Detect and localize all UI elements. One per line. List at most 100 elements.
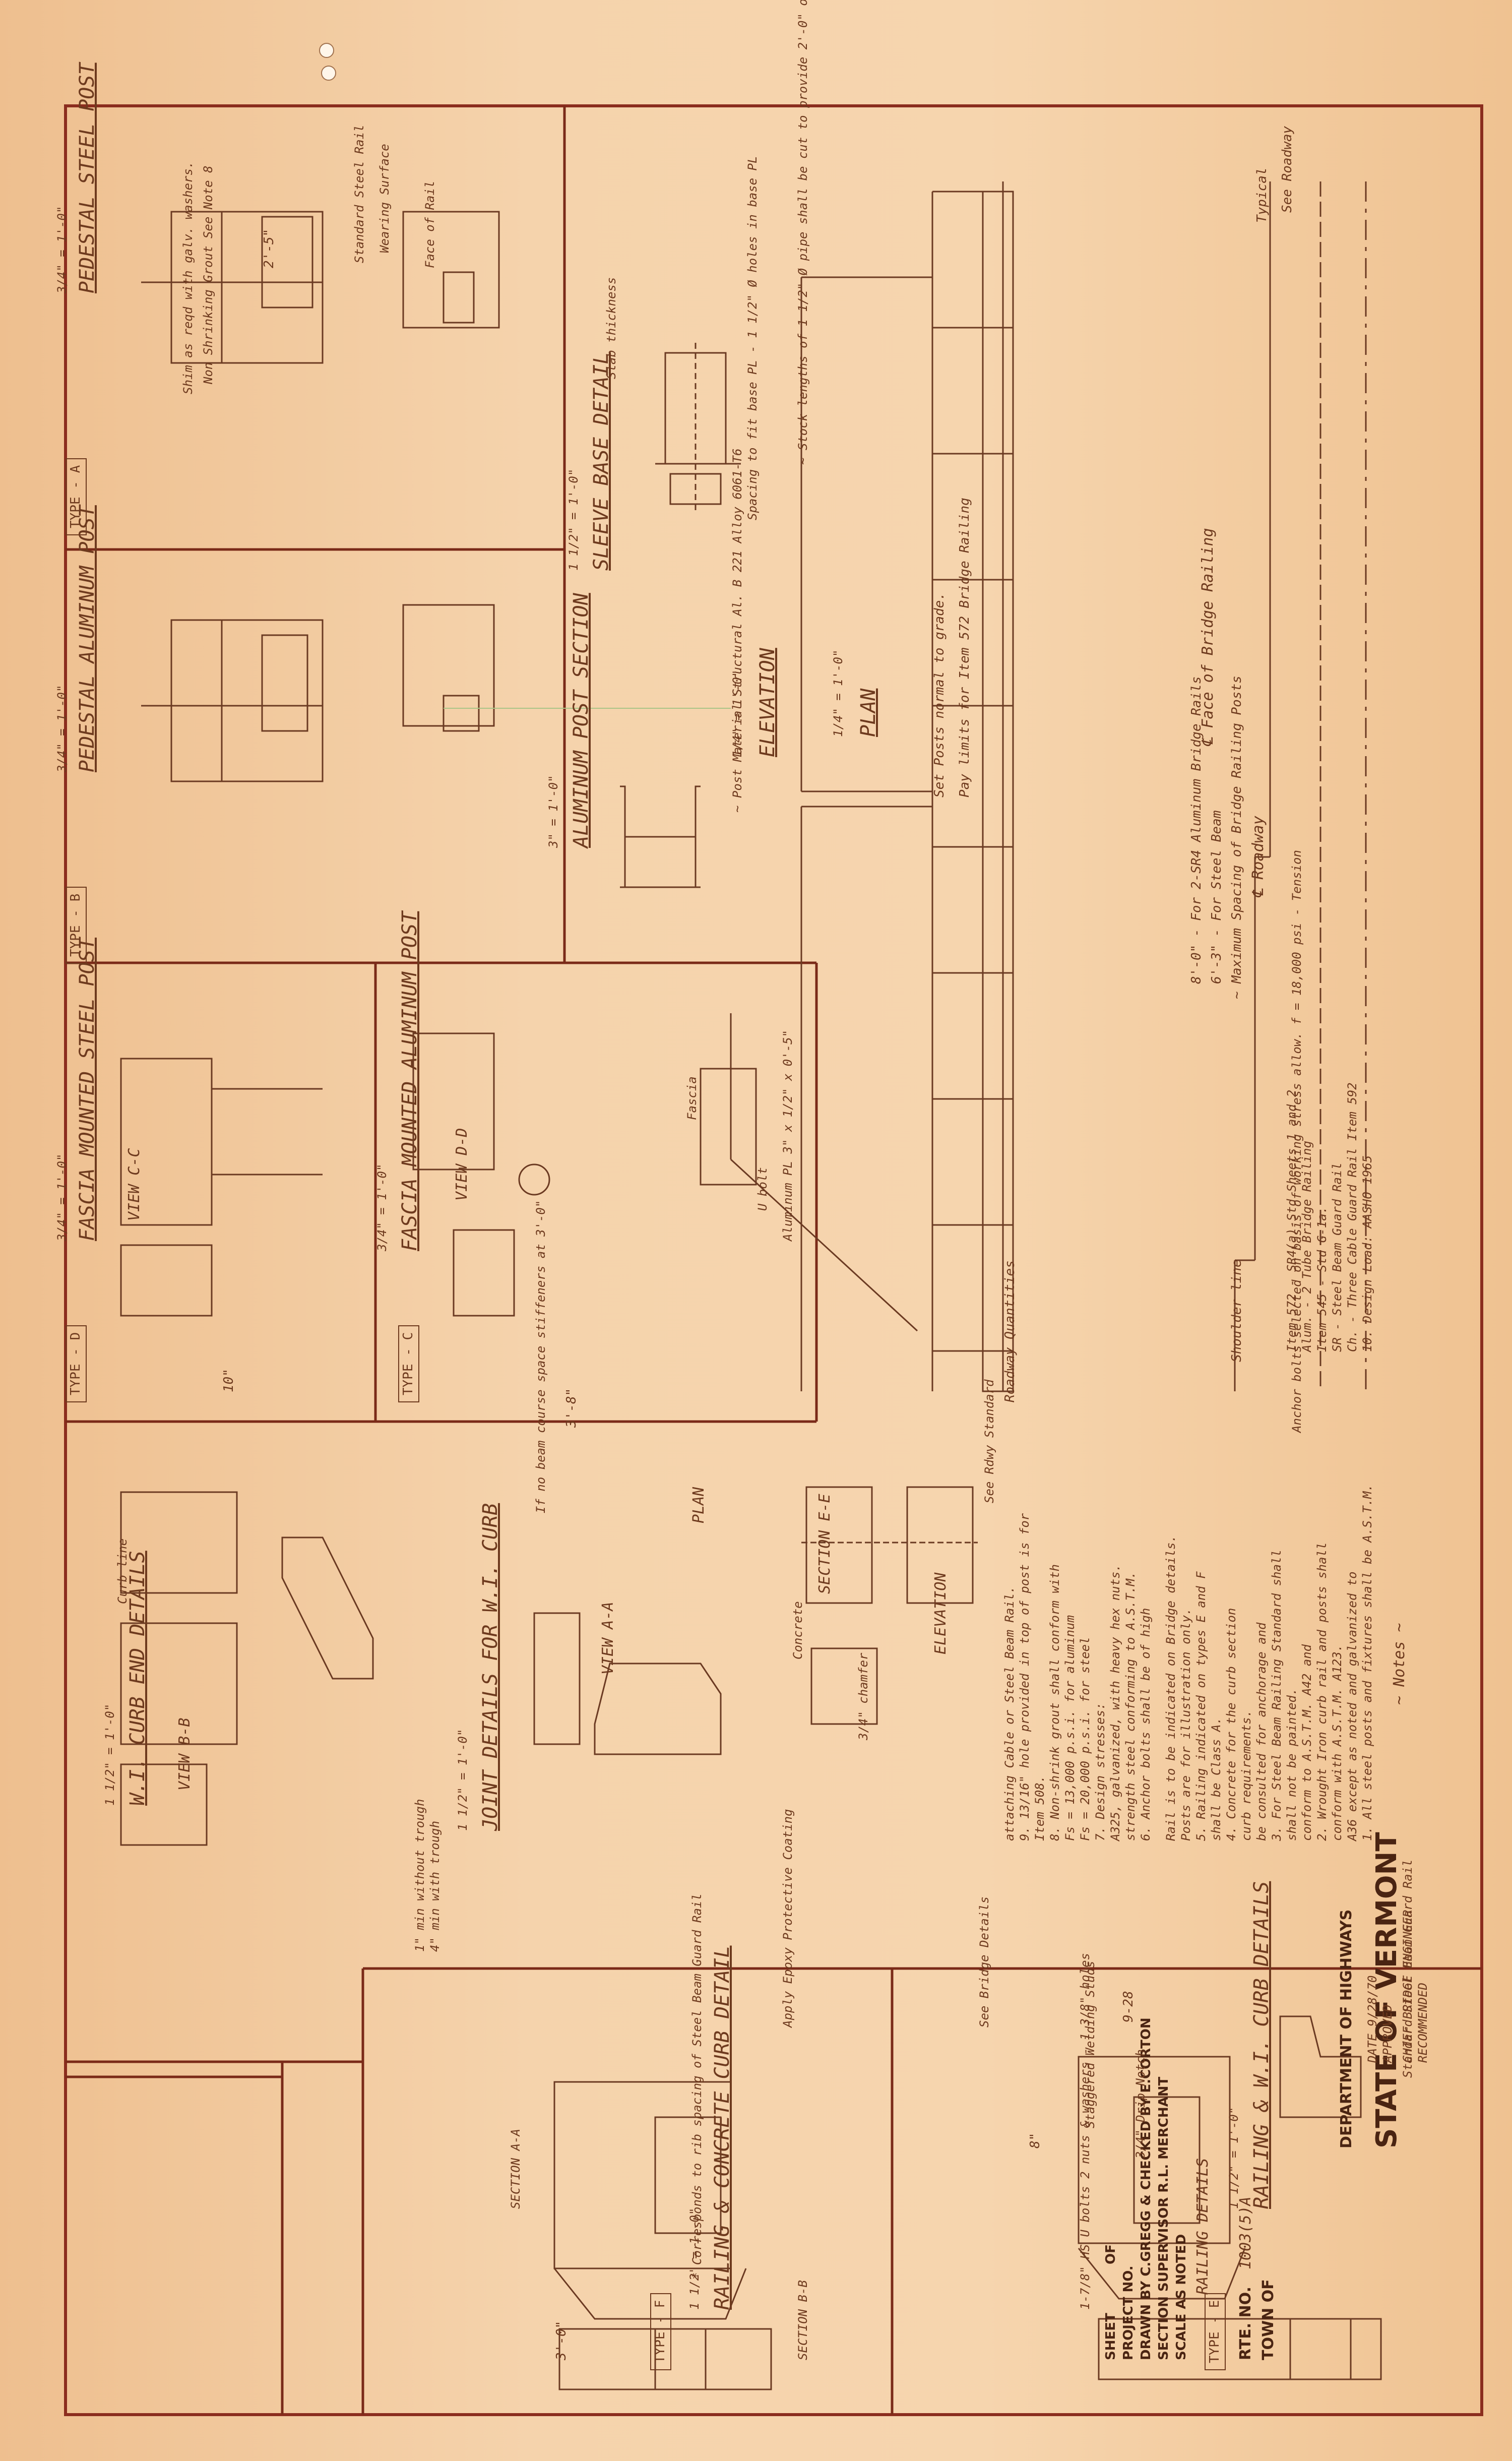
- plan-roadway-quantities: Roadway Quantities: [1002, 1260, 1018, 1402]
- detail-ped-steel-title: PEDESTAL STEEL POST: [76, 63, 99, 293]
- detail-ped-steel-scale: 3/4" = 1'-0": [55, 206, 69, 293]
- plan-centerline: ℄ Roadway: [1249, 816, 1267, 898]
- label-plan: PLAN: [690, 1487, 708, 1523]
- note-line: be consulted for anchorage and: [1254, 1622, 1269, 1841]
- detail-sleeve-scale: 1 1/2" = 1'-0": [566, 468, 581, 571]
- detail-fascia-alum-scale: 3/4" = 1'-0": [375, 1163, 389, 1251]
- note-line: 6. Anchor bolts shall be of high: [1139, 1608, 1153, 1841]
- tag-type-d: TYPE - D: [66, 1325, 87, 1402]
- dim-2-5: 2'-5": [262, 228, 277, 268]
- dim-8: 8": [1028, 2132, 1043, 2148]
- plan-shoulder: Shoulder line: [1229, 1259, 1244, 1363]
- note-line: A36 except as noted and galvanized to: [1345, 1571, 1359, 1841]
- detail-joint-title: JOINT DETAILS FOR W.I. CURB: [479, 1503, 502, 1831]
- plan-typical: Typical: [1254, 167, 1270, 223]
- label-chamfer: 3/4" chamfer: [856, 1652, 870, 1740]
- note-line: strength steel conforming to A.S.T.M.: [1123, 1571, 1138, 1841]
- approved-date: DATE 9/28/70: [1365, 1975, 1379, 2063]
- plan-see-rdwy: See Rdwy Standard: [982, 1379, 996, 1503]
- note-line: SR - Steel Beam Guard Rail: [1330, 1162, 1344, 1352]
- label-anchor-bolts: Anchor bolts selected on basis of workin…: [1290, 850, 1304, 1433]
- label-curb-line: Curb line: [115, 1538, 130, 1604]
- plan-spacing-2: 6'-3" - For Steel Beam: [1209, 810, 1224, 984]
- note-line: 4. Concrete for the curb section: [1224, 1608, 1238, 1841]
- plan-spacing: ~ Maximum Spacing of Bridge Railing Post…: [1229, 675, 1244, 999]
- label-one-min: 1" min without trough: [413, 1799, 427, 1952]
- detail-ped-alum-scale: 3/4" = 1'-0": [55, 685, 69, 772]
- note-line: conform with A.S.T.M. A123.: [1330, 1644, 1344, 1841]
- note-line: conform to A.S.T.M. A42 and: [1300, 1644, 1314, 1841]
- label-hs-bolts: 1-7/8" HS U bolts 2 nuts & washers - 1 3…: [1078, 1952, 1092, 2310]
- detail-fascia-steel-title: FASCIA MOUNTED STEEL POST: [76, 937, 99, 1241]
- title-sheet-of: OF: [1103, 2244, 1118, 2264]
- note-line: shall be Class A.: [1209, 1717, 1223, 1841]
- plan-set-posts: Set Posts normal to grade.: [932, 592, 947, 797]
- detail-fascia-alum-title: FASCIA MOUNTED ALUMINUM POST: [398, 911, 421, 1251]
- label-wearing: Wearing Surface: [377, 144, 392, 253]
- label-standard-beam: Standard Steel Beam Guard Rail: [1401, 1859, 1415, 2078]
- label-spacing-pipe: Spacing to fit base PL - 1 1/2" Ø holes …: [745, 156, 760, 520]
- approved-label: APPROVED: [1380, 2004, 1395, 2063]
- title-sheet-label: SHEET: [1103, 2313, 1118, 2360]
- note-line: Item 508.: [1033, 1775, 1047, 1841]
- plan-see-roadway: See Roadway: [1280, 126, 1295, 213]
- plan-pay-limits: Pay limits for Item 572 Bridge Railing: [957, 498, 972, 797]
- note-line: Item 545 - Std G-1a.: [1315, 1206, 1329, 1352]
- label-view-bb: VIEW B-B: [176, 1717, 194, 1791]
- label-section-bb: SECTION B-B: [796, 2280, 810, 2360]
- tag-type-f: TYPE - F: [650, 2293, 671, 2370]
- note-line: Fs = 20,000 p.s.i. for steel: [1078, 1637, 1092, 1841]
- label-shim: Shim as reqd with galv. washers.: [181, 161, 195, 394]
- note-line: Fs = 13,000 p.s.i. for aluminum: [1063, 1615, 1077, 1841]
- elevation-title: ELEVATION: [756, 648, 779, 757]
- title-project-label: PROJECT NO.: [1121, 2265, 1136, 2360]
- tag-type-e: TYPE - E: [1205, 2293, 1226, 2370]
- note-line: 1. All steel posts and fixtures shall be…: [1360, 1484, 1374, 1841]
- title-department: DEPARTMENT OF HIGHWAYS: [1338, 1909, 1355, 2148]
- label-view-dd: VIEW D-D: [453, 1128, 471, 1201]
- label-standard-rail: Standard Steel Rail: [352, 125, 366, 263]
- title-sheet-title: RAILING DETAILS: [1194, 2158, 1212, 2295]
- dim-10: 10": [221, 1369, 236, 1392]
- label-face-of-rail: Face of Rail: [423, 180, 437, 268]
- label-u-bolt: U bolt: [755, 1167, 770, 1211]
- dim-3-8: 3'-8": [564, 1388, 579, 1428]
- note-line: 3. For Steel Beam Railing Standard shall: [1270, 1550, 1284, 1841]
- label-fascia: Fascia: [685, 1076, 699, 1120]
- title-section-supervisor: SECTION SUPERVISOR R.L. MERCHANT: [1156, 2076, 1171, 2360]
- label-section-aa: SECTION A-A: [509, 2129, 523, 2209]
- detail-rail-wi-scale: 1 1/2" = 1'-0": [1227, 2107, 1241, 2209]
- detail-alum-section-title: ALUMINUM POST SECTION: [570, 593, 593, 848]
- recommended-label: RECOMMENDED: [1416, 1983, 1430, 2063]
- note-line: Ch. - Three Cable Guard Rail Item 592: [1345, 1082, 1359, 1352]
- note-line: 5. Railing indicated on types E and F: [1194, 1571, 1208, 1841]
- note-line: attaching Cable or Steel Beam Rail.: [1002, 1586, 1017, 1841]
- label-drip: 3/4" Drip Notch: [1133, 2049, 1148, 2159]
- note-line: A325, galvanized, with heavy hex nuts.: [1108, 1564, 1122, 1841]
- label-corresponds: * Corresponds to rib spacing of Steel Be…: [690, 1893, 704, 2280]
- note-line: Posts are for illustration only.: [1179, 1608, 1193, 1841]
- label-see-bridge: See Bridge Details: [977, 1896, 991, 2027]
- detail-alum-section-scale: 3" = 1'-0": [546, 775, 560, 848]
- label-section-ee: SECTION E-E: [816, 1494, 834, 1594]
- note-line: shall not be painted.: [1285, 1688, 1299, 1841]
- plan-scale: 1/4" = 1'-0": [831, 649, 845, 737]
- note-line: curb requirements.: [1239, 1709, 1253, 1841]
- sheet-border: [64, 104, 1483, 2416]
- label-if-no-beam: If no beam course space stiffeners at 3'…: [534, 1200, 548, 1513]
- note-line: 2. Wrought Iron curb rail and posts shal…: [1315, 1542, 1329, 1841]
- label-stock: ~ Stock lengths of 1 1/2" Ø pipe shall b…: [796, 0, 810, 465]
- label-alum-pl: Aluminum PL 3" x 1/2" x 0'-5": [781, 1029, 795, 1241]
- label-view-cc: VIEW C-C: [125, 1148, 143, 1221]
- title-date: 9-28: [1121, 1991, 1136, 2022]
- label-elevation: ELEVATION: [932, 1572, 950, 1654]
- punch-hole: [321, 66, 336, 81]
- note-line: 9. 13/16" hole provided in top of post i…: [1018, 1513, 1032, 1841]
- note-line: 10. Design Load: AASHO 1965: [1360, 1155, 1374, 1352]
- label-non-shrink: Non Shrinking Grout See Note 8: [201, 165, 215, 384]
- detail-rail-conc-title: RAILING & CONCRETE CURB DETAIL: [711, 1945, 734, 2310]
- tag-type-c: TYPE - C: [398, 1325, 419, 1402]
- note-line: 8. Non-shrink grout shall conform with: [1048, 1564, 1062, 1841]
